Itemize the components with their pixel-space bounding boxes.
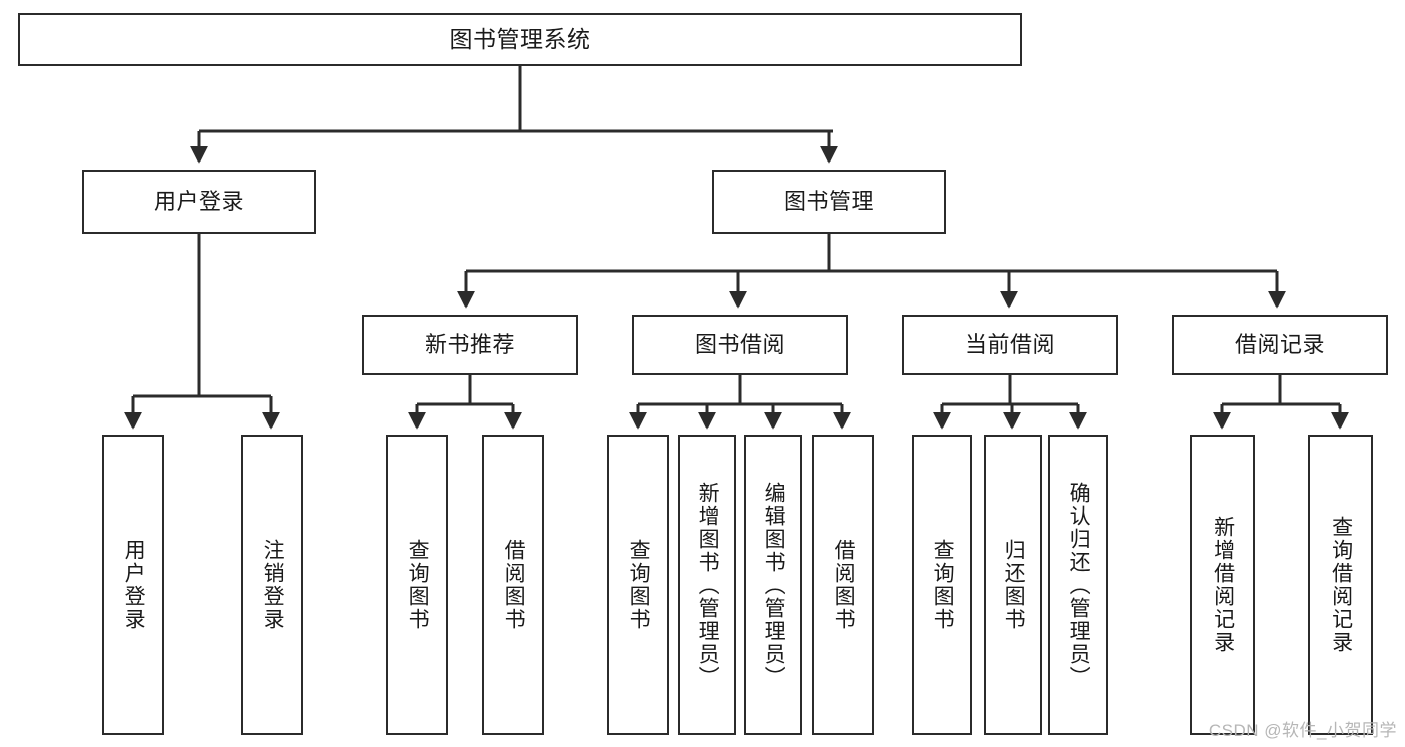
node-current-borrow[interactable]: 当前借阅: [902, 315, 1118, 375]
node-label: 查询借阅记录: [1329, 516, 1353, 654]
node-label: 归还图书: [1002, 539, 1026, 631]
watermark-text: CSDN @软件_小贺同学: [1208, 721, 1397, 740]
node-label: 新增借阅记录: [1211, 516, 1235, 654]
node-leaf-edit-book[interactable]: 编辑图书（管理员）: [744, 435, 802, 735]
node-leaf-query-book-1[interactable]: 查询图书: [386, 435, 448, 735]
node-leaf-borrow-book-2[interactable]: 借阅图书: [812, 435, 874, 735]
node-label: 查询图书: [406, 539, 430, 631]
node-label: 确认归还（管理员）: [1067, 481, 1091, 689]
node-book-manage[interactable]: 图书管理: [712, 170, 946, 234]
node-label: 图书借阅: [694, 331, 785, 357]
node-leaf-return-book[interactable]: 归还图书: [984, 435, 1042, 735]
node-label: 新增图书（管理员）: [696, 481, 720, 689]
node-label: 编辑图书（管理员）: [762, 481, 786, 689]
node-label: 借阅图书: [502, 539, 526, 631]
node-label: 查询图书: [627, 539, 651, 631]
node-label: 借阅记录: [1234, 331, 1325, 357]
node-leaf-query-book-2[interactable]: 查询图书: [607, 435, 669, 735]
node-leaf-confirm-return[interactable]: 确认归还（管理员）: [1048, 435, 1108, 735]
node-label: 用户登录: [153, 188, 244, 214]
node-leaf-logout[interactable]: 注销登录: [241, 435, 303, 735]
node-label: 图书管理: [783, 188, 874, 214]
node-borrow-record[interactable]: 借阅记录: [1172, 315, 1388, 375]
node-label: 用户登录: [122, 539, 146, 631]
node-leaf-add-record[interactable]: 新增借阅记录: [1190, 435, 1255, 735]
node-leaf-add-book[interactable]: 新增图书（管理员）: [678, 435, 736, 735]
node-label: 新书推荐: [424, 331, 515, 357]
node-label: 借阅图书: [832, 539, 856, 631]
node-label: 查询图书: [931, 539, 955, 631]
node-root-system[interactable]: 图书管理系统: [18, 13, 1022, 66]
node-new-book-recommend[interactable]: 新书推荐: [362, 315, 578, 375]
node-leaf-query-record[interactable]: 查询借阅记录: [1308, 435, 1373, 735]
node-leaf-borrow-book-1[interactable]: 借阅图书: [482, 435, 544, 735]
node-label: 当前借阅: [964, 331, 1055, 357]
node-user-login[interactable]: 用户登录: [82, 170, 316, 234]
node-label: 注销登录: [261, 539, 285, 631]
node-book-borrow[interactable]: 图书借阅: [632, 315, 848, 375]
node-leaf-user-login[interactable]: 用户登录: [102, 435, 164, 735]
node-leaf-query-book-3[interactable]: 查询图书: [912, 435, 972, 735]
node-label: 图书管理系统: [449, 25, 591, 52]
